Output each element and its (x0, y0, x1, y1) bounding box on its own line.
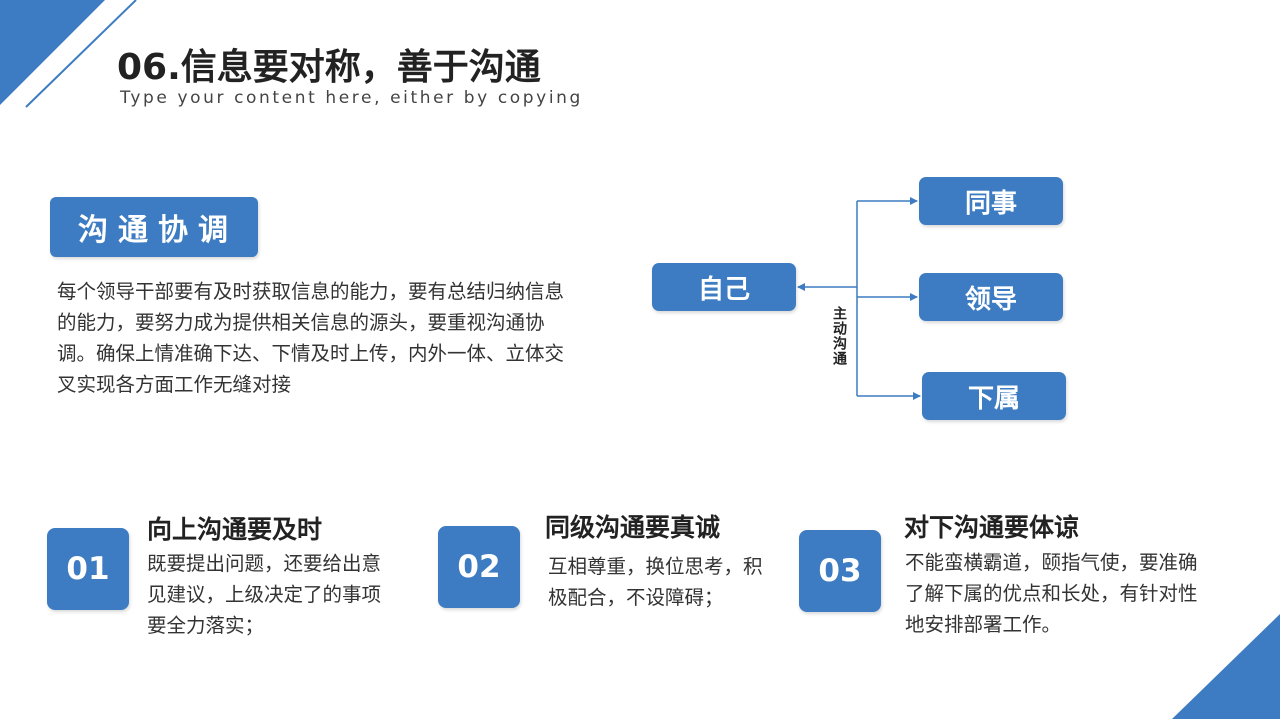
node-self: 自己 (652, 263, 796, 311)
item-number-badge: 02 (438, 526, 520, 608)
node-subordinate: 下属 (922, 372, 1066, 420)
connector-label: 主动沟通 (831, 306, 847, 366)
item-title: 对下沟通要体谅 (904, 513, 1080, 542)
section-heading-badge: 沟通协调 (50, 197, 258, 257)
item-title: 向上沟通要及时 (147, 515, 323, 544)
page-title: 06.信息要对称，善于沟通 (117, 47, 541, 88)
item-description: 互相尊重，换位思考，积极配合，不设障碍； (548, 555, 763, 609)
section-body-text: 每个领导干部要有及时获取信息的能力，要有总结归纳信息的能力，要努力成为提供相关信… (57, 280, 565, 396)
corner-decoration-top-left (0, 0, 137, 108)
section-heading-text: 沟通协调 (78, 213, 238, 248)
node-leader: 领导 (919, 273, 1063, 321)
item-title: 同级沟通要真诚 (545, 513, 721, 542)
item-number-badge: 03 (799, 530, 881, 612)
communication-diagram: 自己 同事 领导 下属 主动沟通 (640, 170, 1080, 430)
item-description: 既要提出问题，还要给出意见建议，上级决定了的事项要全力落实； (147, 552, 382, 637)
corner-decoration-bottom-right (1172, 614, 1280, 719)
item-description: 不能蛮横霸道，颐指气使，要准确了解下属的优点和长处，有针对性地安排部署工作。 (905, 551, 1198, 636)
item-number-badge: 01 (47, 528, 129, 610)
node-colleague: 同事 (919, 177, 1063, 225)
page-subtitle: Type your content here, either by copyin… (120, 88, 583, 108)
diagram-connectors (797, 197, 921, 400)
